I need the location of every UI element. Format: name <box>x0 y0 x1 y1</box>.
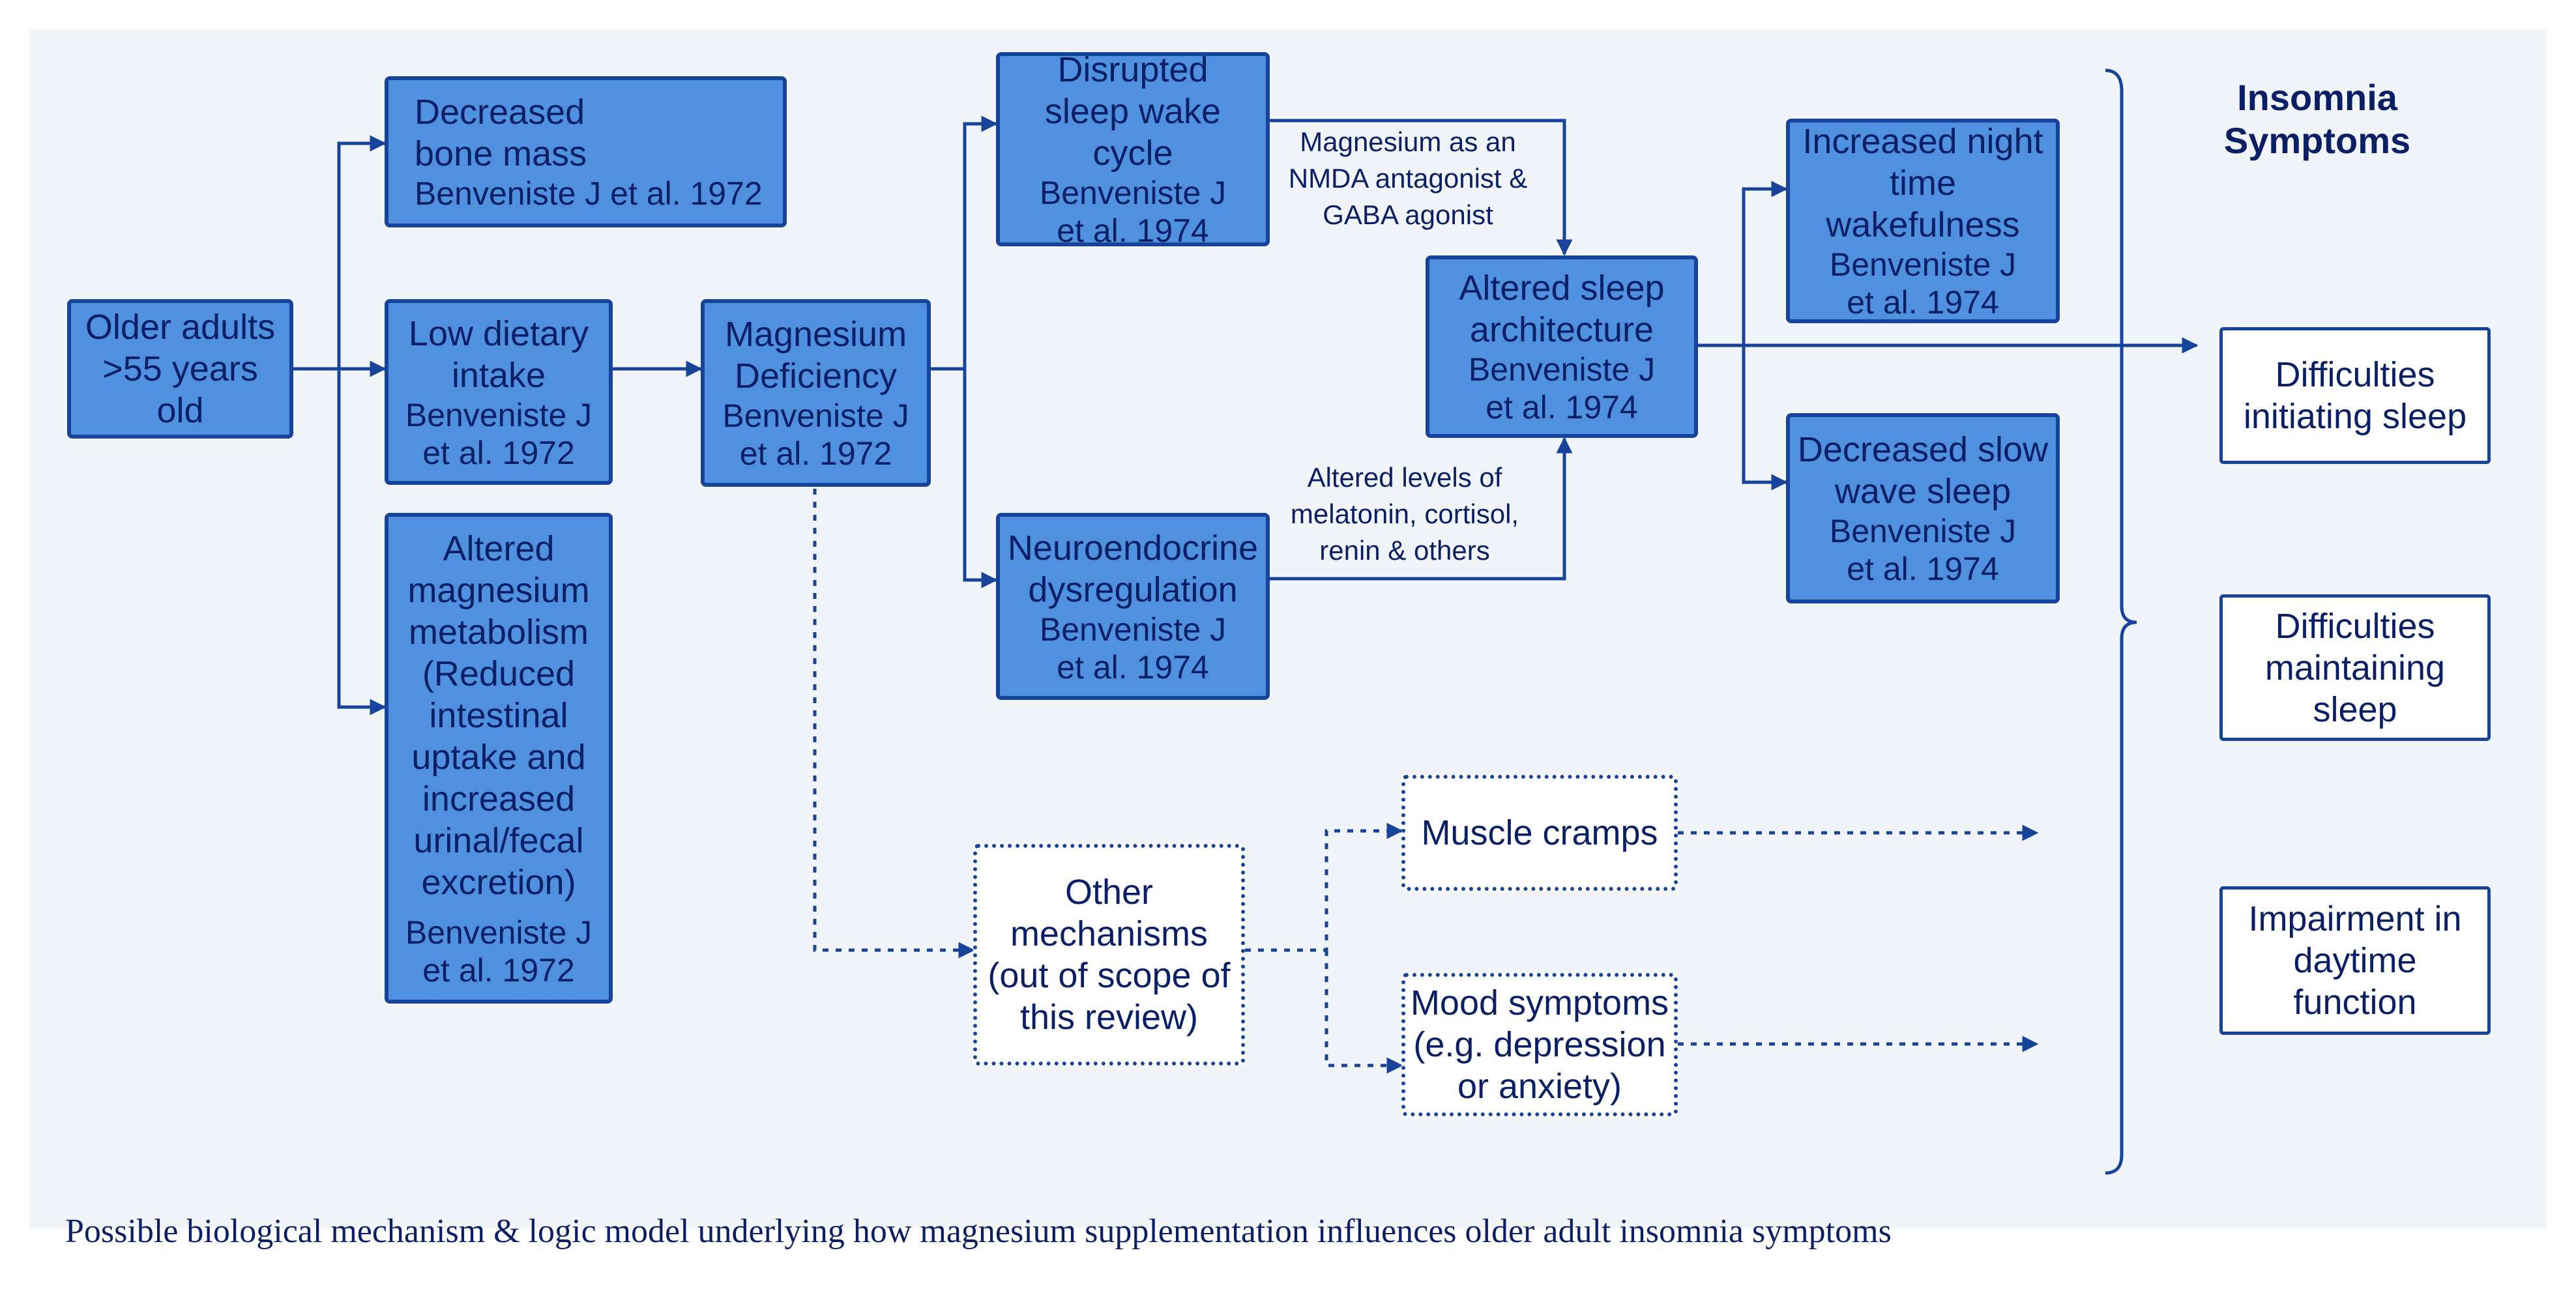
figure-caption: Possible biological mechanism & logic mo… <box>65 1213 1892 1250</box>
node-muscle-cramps: Muscle cramps <box>1401 775 1678 891</box>
symptom-difficulties-maintaining-sleep-label: Difficulties maintaining sleep <box>2264 606 2446 729</box>
node-muscle-cramps-title: Muscle cramps <box>1421 813 1658 852</box>
insomnia-symptoms-heading: Insomnia Symptoms <box>2223 77 2411 161</box>
symptom-impairment-daytime-function-label: Impairment in daytime function <box>2248 899 2462 1022</box>
node-low-dietary-intake-title: Low dietary intake <box>408 313 589 395</box>
node-neuroendocrine-dysregulation: Neuroendocrine dysregulation Benveniste … <box>996 513 1270 700</box>
node-older-adults-title: Older adults >55 years old <box>85 308 276 430</box>
node-magnesium-deficiency-citation: Benveniste J et al. 1972 <box>722 398 909 472</box>
node-older-adults: Older adults >55 years old <box>67 299 293 439</box>
symptom-difficulties-maintaining-sleep: Difficulties maintaining sleep <box>2219 594 2491 741</box>
node-altered-sleep-architecture-title: Altered sleep architecture <box>1459 268 1665 349</box>
symptom-difficulties-initiating-sleep: Difficulties initiating sleep <box>2219 327 2491 464</box>
node-disrupted-sleep-wake-cycle: Disrupted sleep wake cycle Benveniste J … <box>996 50 1270 249</box>
edge-label-altered-hormone-levels: Altered levels of melatonin, cortisol, r… <box>1290 462 1519 566</box>
node-decreased-slow-wave-sleep: Decreased slow wave sleep Benveniste J e… <box>1786 413 2060 603</box>
node-altered-sleep-architecture: Altered sleep architecture Benveniste J … <box>1426 255 1698 438</box>
node-mood-symptoms: Mood symptoms (e.g. depression or anxiet… <box>1401 973 1678 1116</box>
symptom-difficulties-initiating-sleep-label: Difficulties initiating sleep <box>2243 355 2467 436</box>
node-altered-magnesium-metabolism: Altered magnesium metabolism (Reduced in… <box>385 513 613 1004</box>
node-increased-night-wakefulness: Increased night time wakefulness Benveni… <box>1786 119 2060 323</box>
node-magnesium-deficiency: Magnesium Deficiency Benveniste J et al.… <box>701 299 931 487</box>
node-altered-magnesium-metabolism-title: Altered magnesium metabolism (Reduced in… <box>407 529 590 902</box>
node-decreased-slow-wave-sleep-title: Decreased slow wave sleep <box>1797 430 2049 511</box>
node-disrupted-sleep-wake-cycle-citation: Benveniste J et al. 1974 <box>1039 175 1227 249</box>
node-low-dietary-intake: Low dietary intake Benveniste J et al. 1… <box>385 299 613 485</box>
node-neuroendocrine-dysregulation-citation: Benveniste J et al. 1974 <box>1039 611 1227 686</box>
node-altered-sleep-architecture-citation: Benveniste J et al. 1974 <box>1468 351 1656 426</box>
node-decreased-bone-mass-citation: Benveniste J et al. 1972 <box>415 175 763 212</box>
node-other-mechanisms-title: Other mechanisms (out of scope of this r… <box>988 873 1231 1037</box>
symptom-impairment-daytime-function: Impairment in daytime function <box>2219 886 2491 1035</box>
node-neuroendocrine-dysregulation-title: Neuroendocrine dysregulation <box>1007 528 1259 609</box>
node-other-mechanisms: Other mechanisms (out of scope of this r… <box>973 844 1245 1065</box>
node-increased-night-wakefulness-citation: Benveniste J et al. 1974 <box>1829 246 2017 321</box>
node-decreased-bone-mass: Decreased bone mass Benveniste J et al. … <box>385 76 787 227</box>
node-disrupted-sleep-wake-cycle-title: Disrupted sleep wake cycle <box>1044 50 1222 173</box>
node-magnesium-deficiency-title: Magnesium Deficiency <box>724 315 907 396</box>
node-altered-magnesium-metabolism-citation: Benveniste J et al. 1972 <box>405 914 593 989</box>
node-low-dietary-intake-citation: Benveniste J et al. 1972 <box>405 396 593 471</box>
edge-label-nmda-gaba: Magnesium as an NMDA antagonist & GABA a… <box>1288 126 1528 230</box>
node-decreased-bone-mass-title: Decreased bone mass <box>415 93 587 173</box>
node-mood-symptoms-title: Mood symptoms (e.g. depression or anxiet… <box>1410 983 1669 1106</box>
node-decreased-slow-wave-sleep-citation: Benveniste J et al. 1974 <box>1829 513 2017 587</box>
node-increased-night-wakefulness-title: Increased night time wakefulness <box>1802 122 2043 244</box>
